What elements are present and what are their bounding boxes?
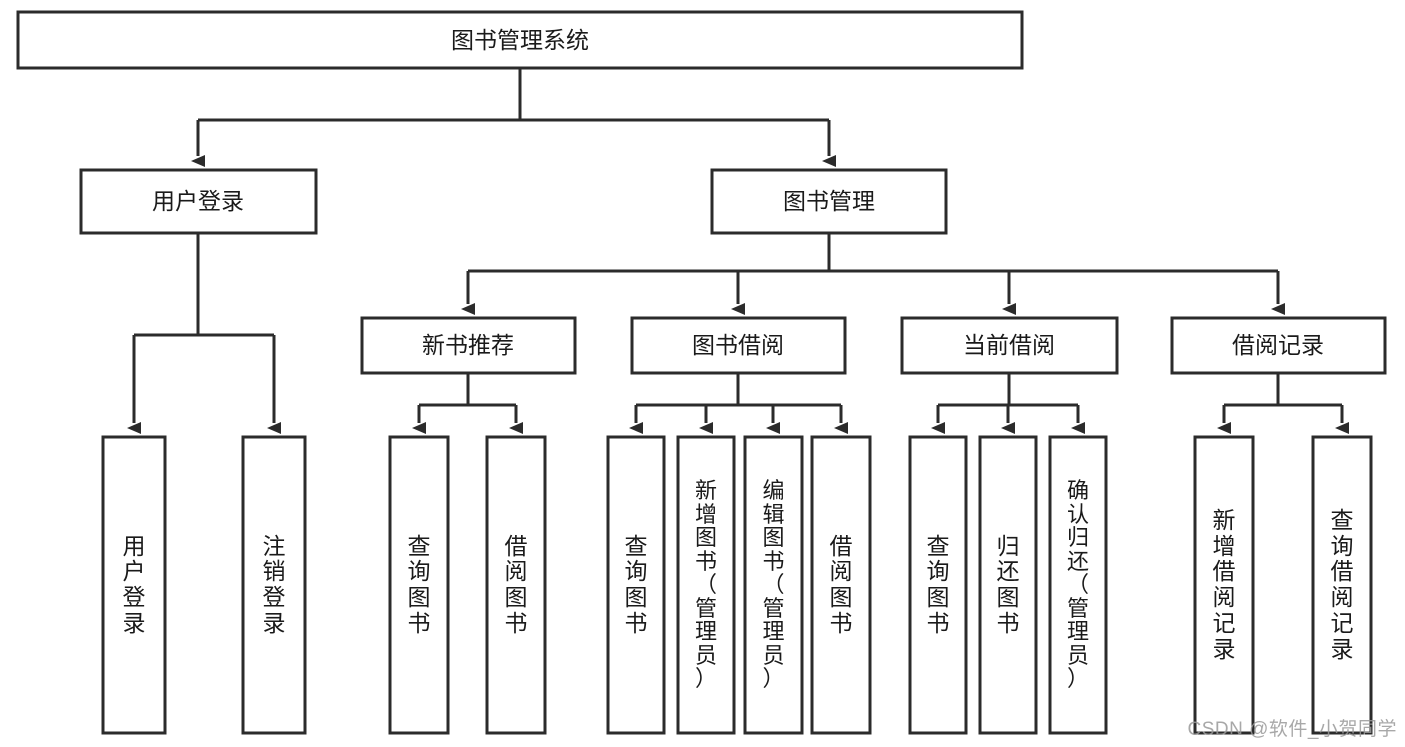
node-book-mgmt-label: 图书管理 <box>783 188 875 214</box>
node-new-book-rec-box[interactable] <box>360 316 577 375</box>
leaf-box-return-book[interactable] <box>978 435 1038 735</box>
node-current-borrow-label: 当前借阅 <box>963 332 1055 358</box>
node-root-box[interactable] <box>16 10 1024 70</box>
leaf-box-confirm-return-admin[interactable] <box>1048 435 1108 735</box>
node-user-login-box[interactable] <box>79 168 318 235</box>
connector-group-current-borrow <box>931 373 1085 434</box>
node-borrow-record-box[interactable] <box>1170 316 1387 375</box>
node-borrow-record-label: 借阅记录 <box>1232 332 1324 358</box>
node-root-label: 图书管理系统 <box>451 27 589 53</box>
node-current-borrow-box[interactable] <box>900 316 1119 375</box>
leaf-box-add-borrow-record[interactable] <box>1193 435 1255 735</box>
leaf-box-user-login[interactable] <box>101 435 167 735</box>
node-current-borrow[interactable]: 当前借阅 <box>900 316 1119 375</box>
connector-group-root <box>191 68 836 167</box>
connector-group-book-mgmt <box>461 233 1285 315</box>
connector-group-book-borrow <box>629 373 848 434</box>
leaf-box-borrow-book-bb[interactable] <box>810 435 872 735</box>
leaf-box-query-book-cb[interactable] <box>908 435 968 735</box>
leaf-box-query-book-nbr[interactable] <box>388 435 450 735</box>
leaf-boxes <box>101 435 1373 735</box>
node-user-login-label: 用户登录 <box>152 188 244 214</box>
leaf-box-add-book-admin[interactable] <box>676 435 736 735</box>
node-book-borrow-label: 图书借阅 <box>692 332 784 358</box>
connector-group-new-book-rec <box>412 373 523 434</box>
node-user-login[interactable]: 用户登录 <box>79 168 318 235</box>
leaf-box-query-borrow-record[interactable] <box>1311 435 1373 735</box>
leaf-box-logout[interactable] <box>241 435 307 735</box>
node-root[interactable]: 图书管理系统 <box>16 10 1024 70</box>
node-new-book-rec[interactable]: 新书推荐 <box>360 316 577 375</box>
connector-group-user-login <box>127 233 281 434</box>
leaf-box-borrow-book-nbr[interactable] <box>485 435 547 735</box>
node-book-mgmt-box[interactable] <box>710 168 948 235</box>
node-new-book-rec-label: 新书推荐 <box>422 332 514 358</box>
node-book-borrow-box[interactable] <box>630 316 847 375</box>
connector-group-borrow-record <box>1217 373 1349 434</box>
node-book-borrow[interactable]: 图书借阅 <box>630 316 847 375</box>
csdn-watermark: CSDN @软件_小贺同学 <box>1187 719 1397 740</box>
node-borrow-record[interactable]: 借阅记录 <box>1170 316 1387 375</box>
node-book-mgmt[interactable]: 图书管理 <box>710 168 948 235</box>
leaf-box-query-book-bb[interactable] <box>606 435 666 735</box>
leaf-box-edit-book-admin[interactable] <box>743 435 804 735</box>
